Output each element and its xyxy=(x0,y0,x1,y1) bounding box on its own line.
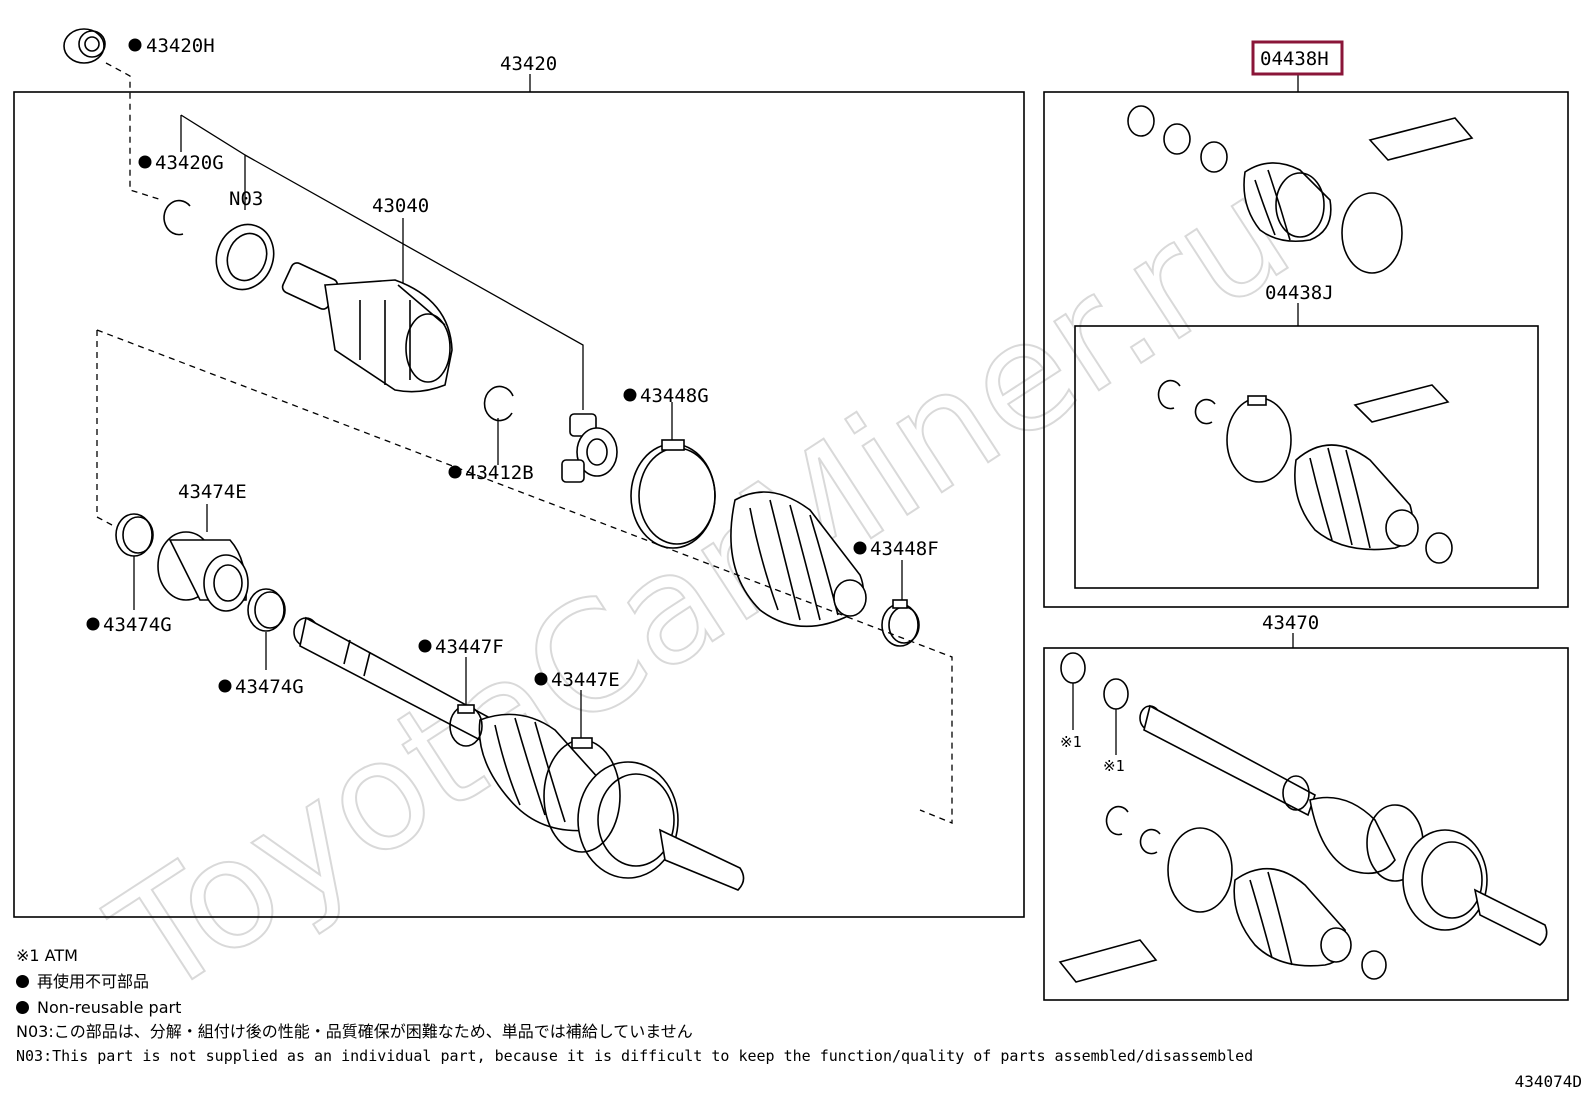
clamp-43474G-right-icon xyxy=(247,588,286,632)
assy-43470-shaft-icon xyxy=(1139,704,1548,946)
callout-43447F: 43447F xyxy=(435,636,504,658)
bullet-dot-icon xyxy=(16,1001,29,1014)
kit-box-04438J xyxy=(1074,325,1539,589)
callout-43474G-left: 43474G xyxy=(103,614,172,636)
legend-non-reusable-jp-text: 再使用不可部品 xyxy=(37,972,150,991)
kit-04438J-small-clamp-icon xyxy=(1425,532,1453,564)
kit-box-04438H xyxy=(1043,91,1569,608)
kit-04438H-clamps-icon xyxy=(1127,105,1228,173)
callout-04438H[interactable]: 04438H xyxy=(1260,48,1329,70)
assy-43470-clamps-icon xyxy=(1060,652,1129,710)
boot-clamp-43447F-icon xyxy=(449,704,483,747)
assy-43470-grease-icon xyxy=(1058,939,1158,983)
tripod-joint-icon xyxy=(561,413,618,483)
callout-43412B: 43412B xyxy=(465,462,534,484)
callout-43447E: 43447E xyxy=(551,669,620,691)
kit-04438H-large-clamp-icon xyxy=(1341,192,1403,274)
assy-43470-boot-icon xyxy=(1233,867,1352,967)
kit-04438H-boot-icon xyxy=(1243,162,1332,243)
kit-04438J-boot-icon xyxy=(1294,444,1419,551)
kit-04438J-clamp-icon xyxy=(1226,395,1292,483)
callout-N03: N03 xyxy=(229,188,263,210)
legend-atm: ※1 ATM xyxy=(16,946,78,965)
assy-43470-small-clamp-icon xyxy=(1361,950,1387,980)
note-n03-jp: N03:この部品は、分解・組付け後の性能・品質確保が困難なため、単品では補給して… xyxy=(16,1022,693,1041)
dynamic-damper-icon xyxy=(157,531,249,612)
callout-43474G-right: 43474G xyxy=(235,676,304,698)
inboard-boot-icon xyxy=(730,491,867,628)
assembly-box-43420 xyxy=(13,91,1025,918)
callout-04438J: 04438J xyxy=(1265,282,1334,304)
ring-N03-icon xyxy=(215,223,275,291)
callout-43420: 43420 xyxy=(500,53,557,75)
callout-43040: 43040 xyxy=(372,195,429,217)
kit-04438J-grease-icon xyxy=(1353,384,1450,423)
callout-43448F: 43448F xyxy=(870,538,939,560)
legend-non-reusable-en: Non-reusable part xyxy=(16,998,181,1018)
callout-atm-2: ※1 xyxy=(1103,757,1125,775)
note-n03-en: N03:This part is not supplied as an indi… xyxy=(16,1047,1254,1065)
bullet-dot-icon xyxy=(16,975,29,988)
figure-code: 434074D xyxy=(1514,1072,1582,1091)
highlight-04438H xyxy=(1251,40,1344,76)
callout-43470: 43470 xyxy=(1262,612,1319,634)
callout-43448G: 43448G xyxy=(640,385,709,407)
legend-non-reusable-jp: 再使用不可部品 xyxy=(16,972,149,992)
boot-clamp-43447E-icon xyxy=(543,737,621,853)
callout-43420G: 43420G xyxy=(155,152,224,174)
callout-43474E: 43474E xyxy=(178,481,247,503)
clamp-43474G-left-icon xyxy=(115,513,154,557)
kit-04438H-grease-icon xyxy=(1368,117,1474,161)
boot-clamp-43448G-icon xyxy=(630,439,716,549)
assembly-box-43470 xyxy=(1043,647,1569,1001)
callout-43420H: 43420H xyxy=(146,35,215,57)
assy-43470-snap-rings-icon xyxy=(1105,805,1161,855)
inboard-joint-housing-icon xyxy=(281,262,453,393)
callout-atm-1: ※1 xyxy=(1060,733,1082,751)
kit-04438J-snap-rings-icon xyxy=(1157,379,1216,425)
assy-43470-large-clamp-icon xyxy=(1167,827,1233,913)
boot-clamp-43448F-icon xyxy=(881,599,920,647)
seal-43420H-icon xyxy=(63,28,106,64)
legend-non-reusable-en-text: Non-reusable part xyxy=(37,998,182,1017)
outboard-joint-icon xyxy=(478,713,745,891)
snap-ring-43412B-icon xyxy=(483,385,514,422)
snap-ring-icon xyxy=(163,199,191,236)
